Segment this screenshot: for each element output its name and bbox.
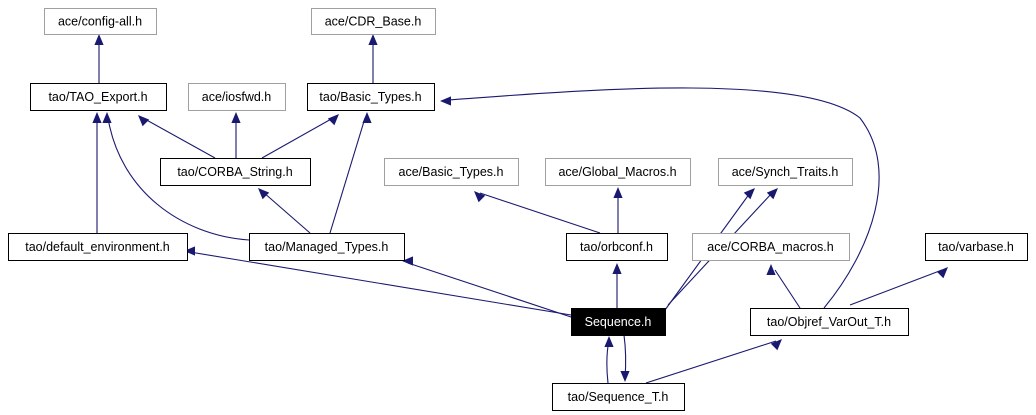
node-label-iosfwd: ace/iosfwd.h [202, 90, 272, 104]
node-box-synch_traits[interactable] [718, 158, 853, 186]
node-layer: ace/config-all.h ace/CDR_Base.h tao/TAO_Ex… [8, 8, 1028, 411]
graph-node-basic_types_tao[interactable]: tao/Basic_Types.h [307, 83, 435, 111]
arrowhead-icon [770, 339, 782, 351]
arrowhead-icon [184, 246, 195, 256]
node-label-corba_string: tao/CORBA_String.h [177, 165, 292, 179]
edge-sequence-to-managed_types [407, 262, 575, 319]
graph-node-varbase[interactable]: tao/varbase.h [925, 233, 1028, 261]
arrowhead-icon [92, 112, 102, 123]
graph-node-global_macros[interactable]: ace/Global_Macros.h [545, 158, 691, 186]
node-box-default_env[interactable] [8, 233, 188, 261]
node-box-config_all[interactable] [44, 8, 157, 35]
graph-node-corba_macros[interactable]: ace/CORBA_macros.h [692, 233, 850, 261]
node-label-basic_types_tao: tao/Basic_Types.h [319, 90, 421, 104]
arrowhead-icon [231, 112, 241, 123]
edge-managed_types-to-tao_export [107, 117, 250, 241]
graph-node-objref_varout[interactable]: tao/Objref_VarOut_T.h [750, 308, 909, 336]
arrowhead-icon [743, 188, 755, 200]
node-box-global_macros[interactable] [545, 158, 691, 186]
edge-managed_types-to-basic_types_tao [329, 117, 366, 234]
edge-managed_types-to-corba_string [262, 191, 311, 234]
node-label-default_env: tao/default_environment.h [25, 240, 170, 254]
node-box-corba_string[interactable] [160, 158, 311, 186]
arrowhead-icon [604, 336, 614, 347]
graph-node-orbconf[interactable]: tao/orbconf.h [566, 233, 668, 261]
graph-node-config_all[interactable]: ace/config-all.h [44, 8, 157, 35]
node-label-synch_traits: ace/Synch_Traits.h [732, 165, 839, 179]
node-box-sequence_t[interactable] [552, 383, 685, 411]
node-label-global_macros: ace/Global_Macros.h [558, 165, 676, 179]
arrowhead-icon [766, 188, 778, 200]
node-box-objref_varout[interactable] [750, 308, 909, 336]
node-box-basic_types_tao[interactable] [307, 83, 435, 111]
arrowhead-icon [613, 187, 623, 198]
node-label-orbconf: tao/orbconf.h [580, 240, 653, 254]
graph-node-basic_types_ace[interactable]: ace/Basic_Types.h [384, 158, 519, 186]
edge-objref_varout-to-varbase [849, 269, 943, 306]
graph-node-iosfwd[interactable]: ace/iosfwd.h [188, 83, 286, 111]
arrowhead-icon [102, 112, 112, 123]
node-box-iosfwd[interactable] [188, 83, 286, 111]
edge-sequence_t-to-objref_varout [645, 340, 777, 384]
edge-layer [92, 34, 948, 384]
graph-node-default_env[interactable]: tao/default_environment.h [8, 233, 188, 261]
graph-node-corba_string[interactable]: tao/CORBA_String.h [160, 158, 311, 186]
edge-sequence-to-default_env [189, 251, 572, 316]
node-box-corba_macros[interactable] [692, 233, 850, 261]
node-label-varbase: tao/varbase.h [938, 240, 1014, 254]
arrowhead-icon [936, 267, 948, 279]
node-label-corba_macros: ace/CORBA_macros.h [707, 240, 833, 254]
arrowhead-icon [474, 191, 486, 203]
graph-node-tao_export[interactable]: tao/TAO_Export.h [30, 83, 167, 111]
edge-corba_string-to-tao_export [142, 117, 216, 159]
edge-objref_varout-to-corba_macros [774, 269, 801, 309]
arrowhead-icon [620, 371, 630, 382]
node-label-sequence: Sequence.h [585, 315, 652, 329]
node-label-tao_export: tao/TAO_Export.h [48, 90, 147, 104]
graph-node-synch_traits[interactable]: ace/Synch_Traits.h [718, 158, 853, 186]
graph-node-cdr_base[interactable]: ace/CDR_Base.h [311, 8, 436, 35]
arrowhead-icon [440, 96, 451, 106]
node-box-sequence[interactable] [571, 308, 666, 336]
node-box-tao_export[interactable] [30, 83, 167, 111]
arrowhead-icon [766, 264, 776, 275]
node-box-managed_types[interactable] [249, 233, 405, 261]
edge-corba_string-to-basic_types_tao [261, 117, 334, 159]
graph-node-sequence_t[interactable]: tao/Sequence_T.h [552, 383, 685, 411]
arrowhead-icon [368, 34, 378, 45]
node-label-config_all: ace/config-all.h [58, 14, 142, 28]
graph-node-sequence[interactable]: Sequence.h [571, 308, 666, 336]
node-box-cdr_base[interactable] [311, 8, 436, 35]
arrowhead-icon [94, 34, 104, 45]
arrowhead-icon [402, 256, 413, 266]
node-box-varbase[interactable] [925, 233, 1028, 261]
node-box-orbconf[interactable] [566, 233, 668, 261]
arrowhead-icon [258, 188, 270, 200]
node-label-cdr_base: ace/CDR_Base.h [325, 14, 422, 28]
node-label-sequence_t: tao/Sequence_T.h [568, 390, 669, 404]
arrowhead-icon [327, 114, 339, 126]
arrowhead-icon [138, 115, 150, 127]
node-label-managed_types: tao/Managed_Types.h [265, 240, 389, 254]
edge-orbconf-to-basic_types_ace [479, 192, 601, 234]
arrowhead-icon [612, 263, 622, 274]
node-box-basic_types_ace[interactable] [384, 158, 519, 186]
edge-objref_varout-to-basic_types_tao [447, 87, 880, 309]
node-label-basic_types_ace: ace/Basic_Types.h [399, 165, 504, 179]
node-label-objref_varout: tao/Objref_VarOut_T.h [767, 315, 891, 329]
arrowhead-icon [362, 112, 372, 123]
graph-node-managed_types[interactable]: tao/Managed_Types.h [249, 233, 405, 261]
